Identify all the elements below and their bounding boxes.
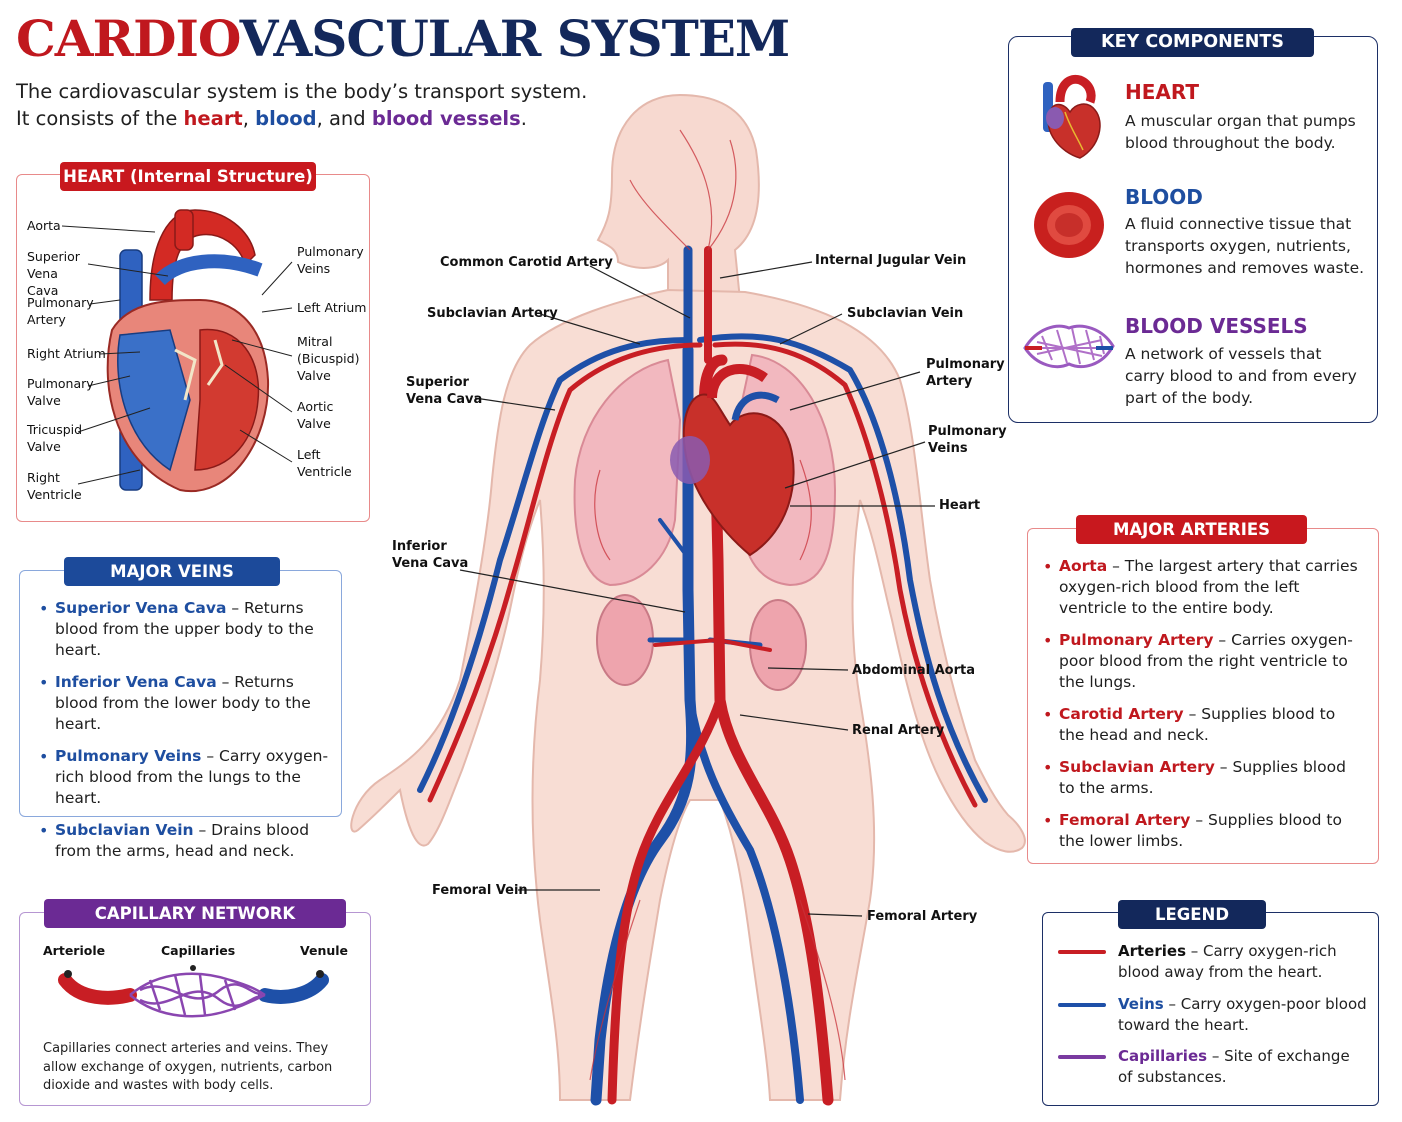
list-item: Superior Vena Cava – Returns blood from … — [37, 598, 332, 661]
label-inferior-vena-cava: Inferior Vena Cava — [392, 539, 469, 571]
list-item: Femoral Artery – Supplies blood to the l… — [1041, 810, 1359, 852]
kc-blood-title: BLOOD — [1125, 185, 1203, 209]
heart-label-pulmonary-valve: Pulmonary Valve — [27, 376, 94, 408]
veins-panel-title: MAJOR VEINS — [64, 557, 280, 586]
kidneys — [596, 594, 807, 691]
heart-label-aorta: Aorta — [27, 218, 61, 233]
heart-label-aortic-valve: Aortic Valve — [297, 399, 334, 431]
list-item: Aorta – The largest artery that carries … — [1041, 556, 1359, 619]
capillary-label-capillaries: Capillaries — [161, 943, 236, 958]
vein-network — [417, 245, 988, 1106]
label-femoral-vein: Femoral Vein — [432, 883, 528, 898]
list-item: Pulmonary Veins – Carry oxygen-rich bloo… — [37, 746, 332, 809]
label-femoral-artery: Femoral Artery — [867, 909, 978, 924]
arteries-panel-title: MAJOR ARTERIES — [1076, 515, 1307, 544]
heart-label-right-atrium: Right Atrium — [27, 346, 106, 361]
key-components-title: KEY COMPONENTS — [1071, 28, 1314, 57]
capillary-panel-title: CAPILLARY NETWORK — [44, 899, 346, 928]
legend-item-veins: Veins – Carry oxygen-poor blood toward t… — [1118, 995, 1367, 1034]
label-subclavian-artery: Subclavian Artery — [427, 306, 558, 321]
blood-cell-icon — [1034, 192, 1104, 258]
heart-panel-leaders — [61, 225, 293, 485]
list-item: Inferior Vena Cava – Returns blood from … — [37, 672, 332, 735]
capillary-network-icon — [58, 965, 329, 1018]
kc-vessels-title: BLOOD VESSELS — [1125, 314, 1308, 338]
page-title: CARDIOVASCULAR SYSTEM — [16, 9, 790, 68]
list-item: Subclavian Artery – Supplies blood to th… — [1041, 757, 1359, 799]
arteries-list: Aorta – The largest artery that carries … — [1041, 556, 1359, 863]
legend-swatch-arteries — [1058, 950, 1106, 954]
legend-item-capillaries: Capillaries – Site of exchange of substa… — [1118, 1047, 1350, 1086]
label-abdominal-aorta: Abdominal Aorta — [852, 663, 976, 678]
kc-heart-desc: A muscular organ that pumps blood throug… — [1125, 112, 1356, 152]
heart-label-left-atrium: Left Atrium — [297, 300, 367, 315]
legend-panel — [1042, 912, 1379, 1106]
label-pulmonary-veins: Pulmonary Veins — [928, 424, 1007, 456]
intro-text: The cardiovascular system is the body’s … — [16, 78, 587, 132]
kc-heart-title: HEART — [1125, 80, 1200, 104]
label-renal-artery: Renal Artery — [852, 723, 945, 738]
intro-line-1: The cardiovascular system is the body’s … — [16, 80, 588, 103]
heart-label-tricuspid-valve: Tricuspid Valve — [27, 422, 83, 454]
label-superior-vena-cava: Superior Vena Cava — [406, 375, 483, 407]
kc-blood-desc: A fluid connective tissue that transport… — [1125, 215, 1365, 277]
capillary-description: Capillaries connect arteries and veins. … — [43, 1041, 333, 1093]
label-leader-lines — [459, 261, 935, 917]
label-common-carotid-artery: Common Carotid Artery — [440, 255, 613, 270]
legend-swatch-capillaries — [1058, 1055, 1106, 1059]
list-item: Subclavian Vein – Drains blood from the … — [37, 820, 332, 862]
heart-label-right-ventricle: Right Ventricle — [27, 470, 82, 502]
heart-panel-title: HEART (Internal Structure) — [60, 162, 316, 191]
label-pulmonary-artery: Pulmonary Artery — [926, 357, 1005, 389]
kc-vessels-desc: A network of vessels that carry blood to… — [1125, 345, 1357, 407]
capillary-label-venule: Venule — [300, 943, 349, 958]
heart-label-left-ventricle: Left Ventricle — [297, 447, 352, 479]
heart-label-mitral-valve: Mitral (Bicuspid) Valve — [297, 334, 360, 383]
heart-label-pulmonary-artery: Pulmonary Artery — [27, 295, 94, 327]
label-internal-jugular-vein: Internal Jugular Vein — [815, 253, 967, 268]
small-vessels — [589, 129, 846, 1081]
heart-label-pulmonary-veins: Pulmonary Veins — [297, 244, 364, 276]
label-heart: Heart — [939, 498, 981, 513]
label-subclavian-vein: Subclavian Vein — [847, 306, 964, 321]
legend-title: LEGEND — [1118, 900, 1266, 929]
veins-list: Superior Vena Cava – Returns blood from … — [37, 598, 332, 873]
intro-line-2: It consists of the heart, blood, and blo… — [16, 107, 527, 130]
capillary-label-arteriole: Arteriole — [43, 943, 106, 958]
legend-swatch-veins — [1058, 1003, 1106, 1007]
heart-icon — [1043, 74, 1101, 159]
capillary-panel — [19, 912, 371, 1106]
heart-cross-section-icon — [106, 209, 270, 493]
body-heart-icon — [670, 364, 795, 557]
list-item: Pulmonary Artery – Carries oxygen-poor b… — [1041, 630, 1359, 693]
heart-label-superior-vena-cava: Superior Vena Cava — [27, 249, 80, 298]
vessels-icon — [1023, 324, 1115, 369]
list-item: Carotid Artery – Supplies blood to the h… — [1041, 704, 1359, 746]
legend-item-arteries: Arteries – Carry oxygen-rich blood away … — [1118, 942, 1337, 981]
body-illustration — [350, 93, 1026, 1106]
